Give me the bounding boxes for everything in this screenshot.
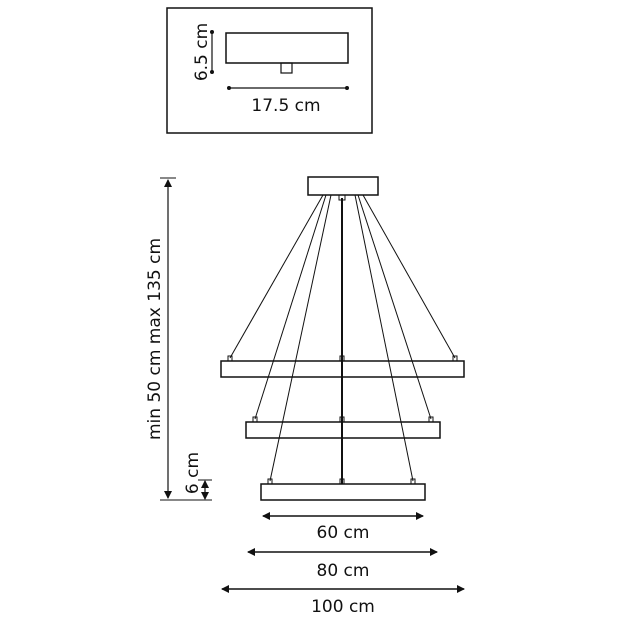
ring-thickness-label: 6 cm — [183, 452, 203, 494]
rod-clip — [338, 194, 346, 201]
lamp-drawing — [160, 176, 465, 593]
canopy-detail — [166, 7, 373, 134]
wire-clips — [227, 355, 458, 485]
canopy-height-label: 6.5 cm — [192, 23, 212, 81]
suspension-wires — [229, 194, 456, 482]
canopy-side-view — [225, 32, 349, 64]
height-range-label: min 50 cm max 135 cm — [145, 238, 165, 440]
detail-frame — [166, 7, 373, 134]
ring-60cm — [260, 483, 426, 501]
diameter-label-100: 100 cm — [311, 597, 375, 617]
canopy — [307, 176, 379, 196]
canopy-width-label: 17.5 cm — [251, 96, 320, 116]
diameter-label-80: 80 cm — [317, 561, 370, 581]
diameter-label-60: 60 cm — [317, 523, 370, 543]
canopy-stub — [280, 62, 293, 74]
